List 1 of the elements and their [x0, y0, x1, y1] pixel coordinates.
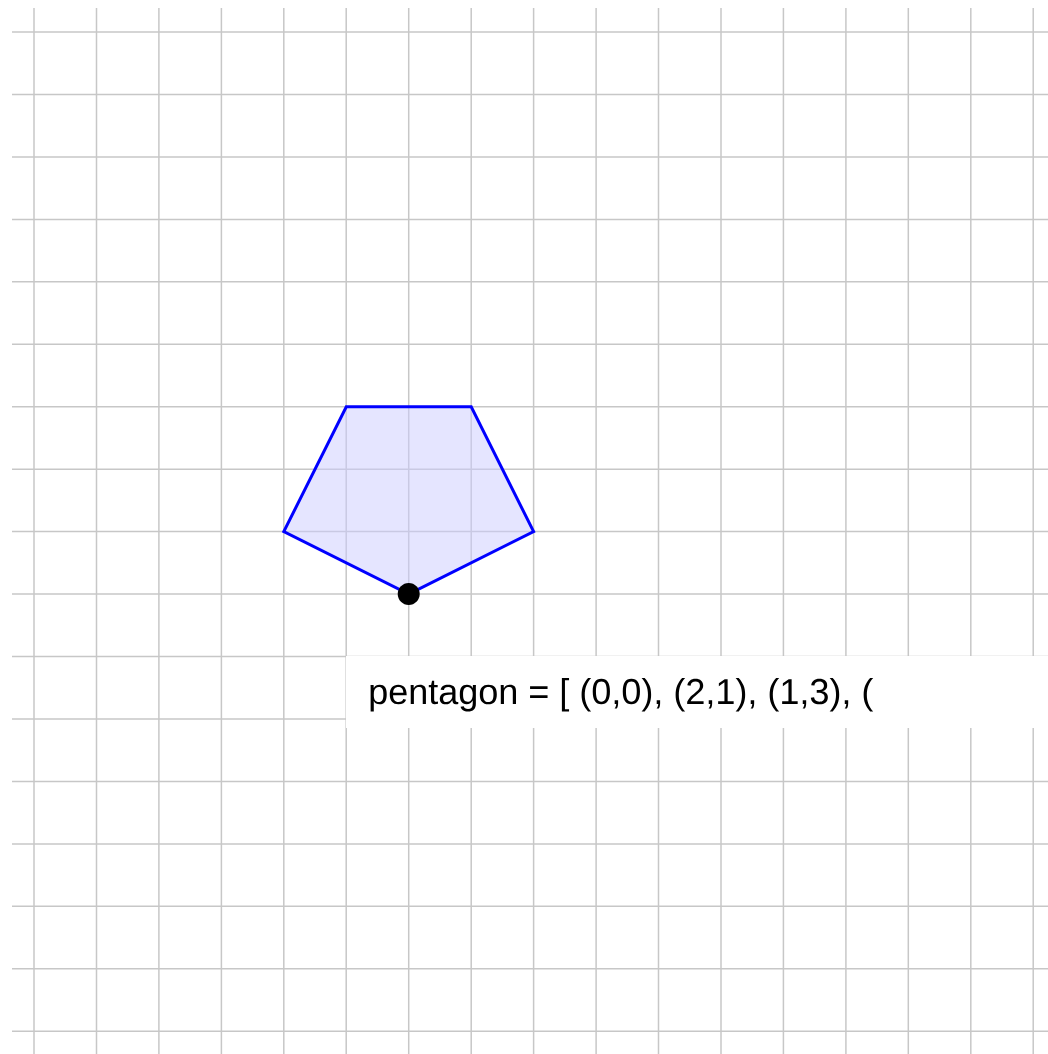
code-label: pentagon = [ (0,0), (2,1), (1,3), (	[370, 677, 874, 712]
